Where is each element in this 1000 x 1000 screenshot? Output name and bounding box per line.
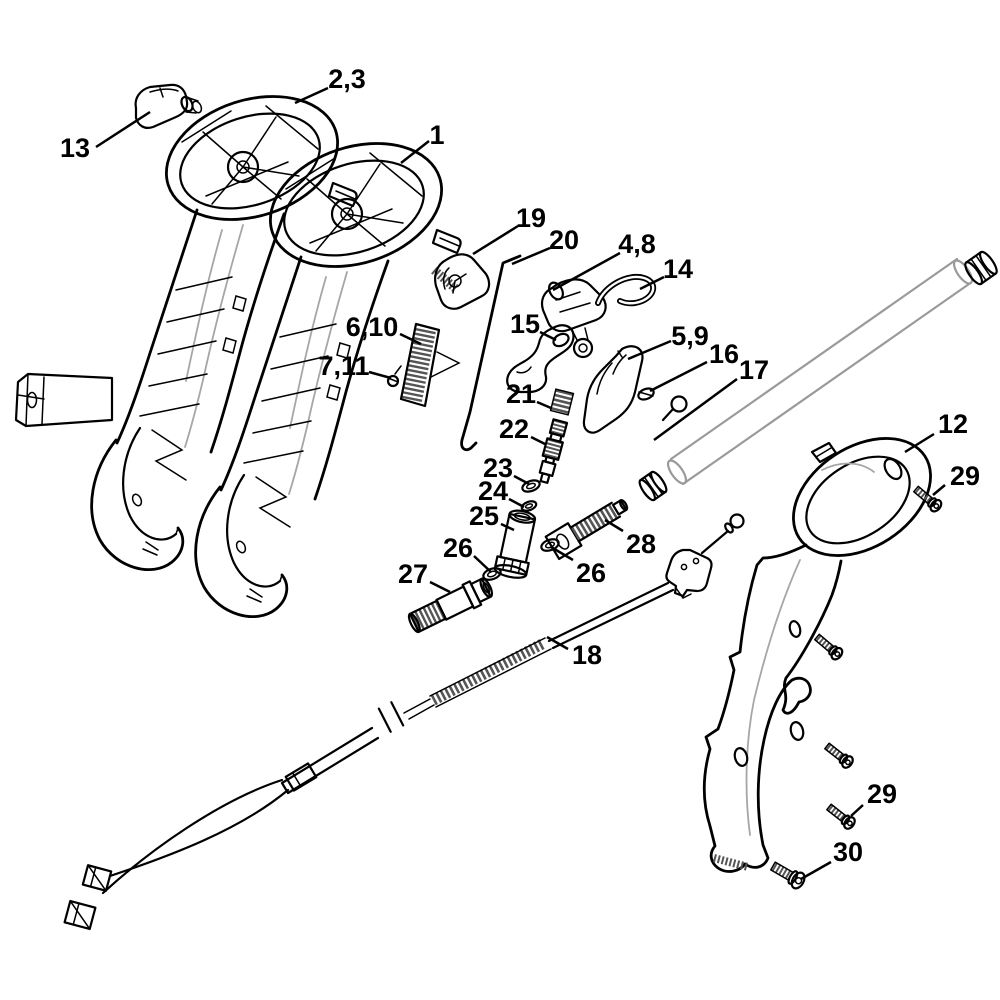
callout-label-23: 23	[483, 453, 513, 483]
callout-label-13: 13	[60, 133, 90, 163]
callout-label-15: 15	[510, 309, 540, 339]
callout-label-24: 24	[478, 476, 508, 506]
part-7-11-pin	[386, 365, 402, 388]
callout-label-28: 28	[626, 529, 656, 559]
callout-leader-22	[530, 435, 546, 446]
callout-label-1: 1	[429, 120, 444, 150]
callout-label-22: 22	[499, 414, 529, 444]
part-17-clip	[661, 395, 688, 422]
callout-label-5,9: 5,9	[671, 321, 709, 351]
callout-label-30: 30	[833, 837, 863, 867]
callout-leader-26	[550, 545, 574, 562]
callout-label-6,10: 6,10	[346, 312, 399, 342]
callout-leader-28	[604, 518, 624, 533]
callout-leader-14	[639, 275, 665, 291]
part-23-o-ring	[521, 479, 541, 493]
screw-30	[770, 861, 806, 890]
callout-leader-26	[473, 555, 492, 573]
callout-leader-18	[546, 635, 569, 651]
part-6-10-strip	[399, 322, 461, 408]
tube-clamp-ring-top	[964, 250, 998, 286]
callout-label-2,3: 2,3	[328, 64, 366, 94]
callout-leader-21	[536, 400, 552, 410]
callout-leader-5,9	[627, 339, 672, 361]
callout-leader-4,8	[552, 251, 621, 292]
callout-leader-16	[649, 360, 708, 393]
part-4-8-shaft-assembly	[540, 278, 607, 359]
callout-leader-7,11	[368, 370, 392, 380]
callout-label-29: 29	[867, 779, 897, 809]
part-27-threaded-fitting	[407, 577, 494, 634]
callout-leader-29	[850, 804, 864, 817]
callout-leader-20	[511, 246, 551, 266]
tube-clamp-ring-bottom	[638, 470, 668, 502]
callout-label-29: 29	[950, 461, 980, 491]
callout-leader-13	[95, 110, 151, 149]
callout-label-25: 25	[469, 501, 499, 531]
part-19-bracket	[431, 253, 491, 310]
callout-label-17: 17	[739, 355, 769, 385]
part-2-3-handle-housing	[14, 74, 358, 572]
part-18-throttle-cable	[63, 513, 745, 931]
callout-label-16: 16	[709, 339, 739, 369]
callout-leader-24	[508, 497, 525, 509]
part-22-valve-shaft	[538, 418, 569, 484]
callout-leader-6,10	[399, 332, 422, 346]
callout-leader-17	[653, 377, 738, 442]
part-5-9-trigger	[582, 345, 644, 434]
callout-leader-30	[800, 860, 832, 881]
callout-label-26: 26	[443, 533, 473, 563]
part-14-wire-clip	[595, 273, 657, 307]
callout-label-7,11: 7,11	[318, 351, 369, 381]
handlebar-tube	[666, 257, 974, 486]
part-20-rod	[460, 254, 522, 452]
part-24-o-ring	[520, 500, 538, 512]
callout-label-19: 19	[516, 203, 546, 233]
part-16-pellet	[637, 387, 655, 401]
callout-leader-27	[429, 580, 451, 594]
callout-label-18: 18	[572, 640, 602, 670]
part-15-lever	[506, 324, 575, 394]
callout-leader-29	[932, 484, 946, 496]
part-21-spring	[549, 388, 575, 416]
callout-label-4,8: 4,8	[618, 229, 656, 259]
screw-29-mid	[813, 632, 845, 661]
callout-leader-15	[539, 330, 557, 342]
callout-leader-2,3	[294, 86, 329, 105]
callout-label-26: 26	[576, 558, 606, 588]
callout-leader-23	[513, 474, 530, 486]
part-13-cover-cap	[134, 83, 203, 129]
part-28-threaded-stud	[544, 499, 629, 561]
part-12-handle-half	[703, 437, 932, 873]
callout-leader-12	[904, 432, 935, 454]
callout-label-12: 12	[938, 409, 968, 439]
callout-label-21: 21	[506, 379, 536, 409]
part-25-bushing	[493, 509, 537, 579]
handle-side-arm	[14, 372, 114, 428]
callout-leader-19	[472, 224, 519, 256]
callout-label-27: 27	[398, 559, 428, 589]
callout-leader-25	[500, 522, 515, 532]
callout-label-14: 14	[663, 254, 693, 284]
screw-29-lower	[823, 741, 855, 770]
callout-label-20: 20	[549, 225, 579, 255]
callout-leader-1	[400, 140, 430, 164]
